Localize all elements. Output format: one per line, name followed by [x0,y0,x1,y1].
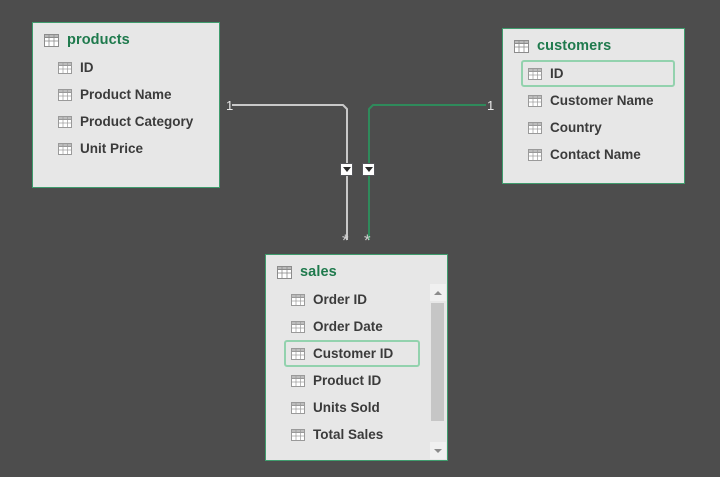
table-grid-icon [291,320,305,333]
field-label: ID [550,66,564,81]
table-card-products[interactable]: products ID [32,22,220,188]
table-grid-icon [528,148,542,161]
table-header-customers[interactable]: customers [503,29,684,60]
table-title-products: products [67,32,130,48]
cardinality-label-products-one: 1 [226,98,234,113]
field-row-sales-total-sales[interactable]: Total Sales [284,421,420,448]
cardinality-label-customers-one: 1 [487,98,495,113]
table-grid-icon [528,121,542,134]
field-row-products-product-category[interactable]: Product Category [51,108,210,135]
field-list-customers: ID Customer Name [503,60,684,178]
table-grid-icon [291,293,305,306]
triangle-down-glyph [342,167,351,172]
table-header-sales[interactable]: sales [266,255,447,286]
cardinality-label-sales-many-customers: * [364,231,371,250]
field-label: Customer Name [550,93,654,108]
scroll-up-arrow-button[interactable] [430,284,446,301]
sales-vertical-scrollbar[interactable] [430,284,446,459]
table-grid-icon [528,94,542,107]
field-label: Order ID [313,292,368,307]
relationship-line-customers-sales[interactable] [368,104,486,240]
field-row-sales-units-sold[interactable]: Units Sold [284,394,420,421]
table-grid-icon [58,61,72,74]
field-row-products-id[interactable]: ID [51,54,210,81]
field-list-products: ID Product Name [33,54,219,172]
field-label: Product ID [313,373,382,388]
triangle-down-glyph [364,167,373,172]
table-grid-icon [528,67,542,80]
field-row-customers-customer-name[interactable]: Customer Name [521,87,675,114]
table-title-customers: customers [537,38,612,54]
table-grid-icon [291,401,305,414]
field-label: Order Date [313,319,383,334]
relationship-line-products-sales[interactable] [232,104,348,240]
chevron-up-icon [434,290,442,295]
table-grid-icon [291,347,305,360]
table-grid-icon [514,39,529,53]
field-label: Product Category [80,114,194,129]
field-label: Product Name [80,87,172,102]
cardinality-label-sales-many-products: * [342,231,349,250]
field-label: ID [80,60,94,75]
field-label: Customer ID [313,346,394,361]
scrollbar-thumb[interactable] [431,303,444,421]
field-list-sales: Order ID Order Date [266,286,447,458]
field-row-sales-customer-id[interactable]: Customer ID [284,340,420,367]
field-row-customers-contact-name[interactable]: Contact Name [521,141,675,168]
table-grid-icon [58,88,72,101]
chevron-down-icon [434,448,442,453]
field-label: Contact Name [550,147,641,162]
table-header-products[interactable]: products [33,23,219,54]
table-grid-icon [291,428,305,441]
table-card-sales[interactable]: sales Order ID [265,254,448,461]
field-row-sales-order-id[interactable]: Order ID [284,286,420,313]
field-row-sales-order-date[interactable]: Order Date [284,313,420,340]
field-label: Total Sales [313,427,384,442]
field-row-sales-product-id[interactable]: Product ID [284,367,420,394]
table-grid-icon [291,374,305,387]
table-card-customers[interactable]: customers ID [502,28,685,184]
filter-direction-down-icon-products-sales[interactable] [340,163,353,176]
field-row-customers-id[interactable]: ID [521,60,675,87]
field-row-products-product-name[interactable]: Product Name [51,81,210,108]
table-grid-icon [277,265,292,279]
field-row-products-unit-price[interactable]: Unit Price [51,135,210,162]
scrollbar-track[interactable] [430,301,446,442]
table-grid-icon [44,33,59,47]
filter-direction-down-icon-customers-sales[interactable] [362,163,375,176]
scroll-down-arrow-button[interactable] [430,442,446,459]
table-title-sales: sales [300,264,337,280]
field-label: Unit Price [80,141,144,156]
field-label: Country [550,120,602,135]
table-grid-icon [58,115,72,128]
field-row-customers-country[interactable]: Country [521,114,675,141]
table-grid-icon [58,142,72,155]
field-label: Units Sold [313,400,380,415]
